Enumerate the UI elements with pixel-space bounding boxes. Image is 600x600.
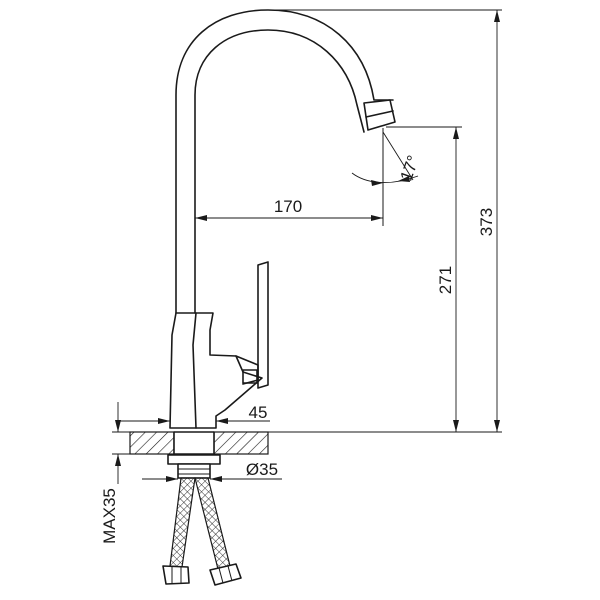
- dim-mount-diameter: Ø35: [142, 460, 282, 482]
- dim-base-width: 45: [117, 403, 270, 424]
- faucet-body: [169, 312, 263, 429]
- hose-left: [169, 477, 196, 568]
- mounting-hardware: [167, 454, 221, 479]
- mount-diameter-label: Ø35: [246, 460, 278, 479]
- spout-reach-label: 170: [274, 197, 302, 216]
- countertop: [129, 431, 269, 455]
- hose-right: [194, 477, 231, 570]
- aerator-band: [365, 110, 394, 118]
- hose-nut-facet: [218, 567, 224, 584]
- mounting-nut: [167, 454, 221, 465]
- hose-nut-left: [162, 565, 190, 585]
- base-width-label: 45: [249, 403, 268, 422]
- spout-height-label: 271: [436, 266, 455, 294]
- body-crease: [192, 312, 197, 429]
- dim-spout-reach: 170: [195, 197, 383, 221]
- dim-max-thickness: MAX35: [100, 402, 130, 544]
- mounting-shank: [177, 463, 211, 479]
- swivel-angle-label: 17°: [397, 153, 424, 184]
- countertop-left: [129, 431, 175, 455]
- dim-spout-height: 271: [386, 126, 462, 432]
- lever-handle: [257, 261, 269, 389]
- max-thickness-label: MAX35: [100, 488, 119, 544]
- hose-nut-right: [209, 563, 242, 586]
- spout-inner: [194, 29, 365, 314]
- dim-swivel-angle: 17°: [351, 131, 424, 186]
- lever-joint: [235, 355, 259, 385]
- hose-nut-facet: [227, 565, 233, 582]
- lever-cap: [242, 369, 258, 384]
- total-height-label: 373: [477, 208, 496, 236]
- dim-total-height: 373: [268, 9, 502, 433]
- spout-aerator: [363, 99, 396, 131]
- countertop-right: [213, 431, 269, 455]
- supply-hoses: [162, 477, 242, 586]
- mounting-ring: [173, 431, 215, 455]
